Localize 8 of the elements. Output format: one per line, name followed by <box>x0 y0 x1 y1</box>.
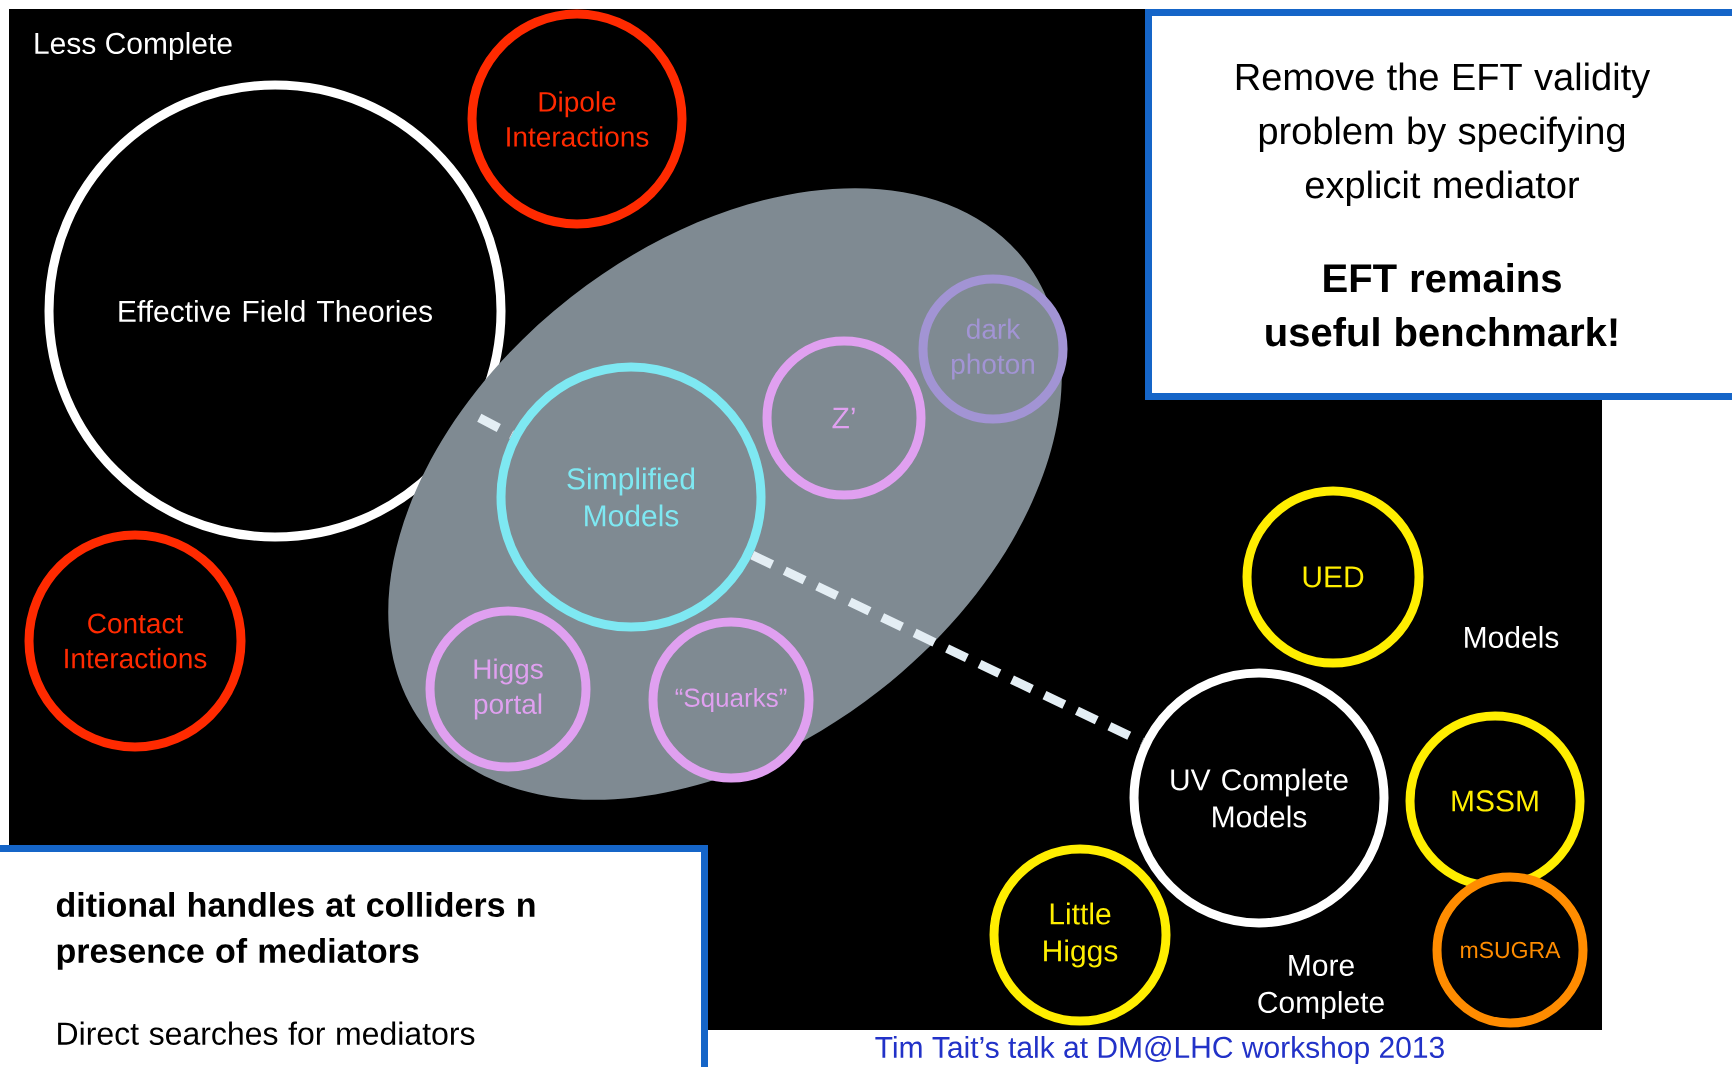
node-label: mSUGRA <box>1461 941 1561 959</box>
axis-label: Models <box>1465 626 1559 648</box>
axis-label: More Complete <box>1258 955 1384 1019</box>
footer-text: Tim Tait’s talk at DM@LHC workshop 2013 <box>875 1036 1444 1064</box>
connector-line <box>750 551 1145 747</box>
note-box: Remove the EFT validity problem by specifying explicit mediator EFT remains useful benchmark! <box>1145 9 1732 400</box>
note-box: ditional handles at colliders n presence of mediators Direct searches for mediators <box>0 845 708 1067</box>
connector-line <box>477 413 514 439</box>
